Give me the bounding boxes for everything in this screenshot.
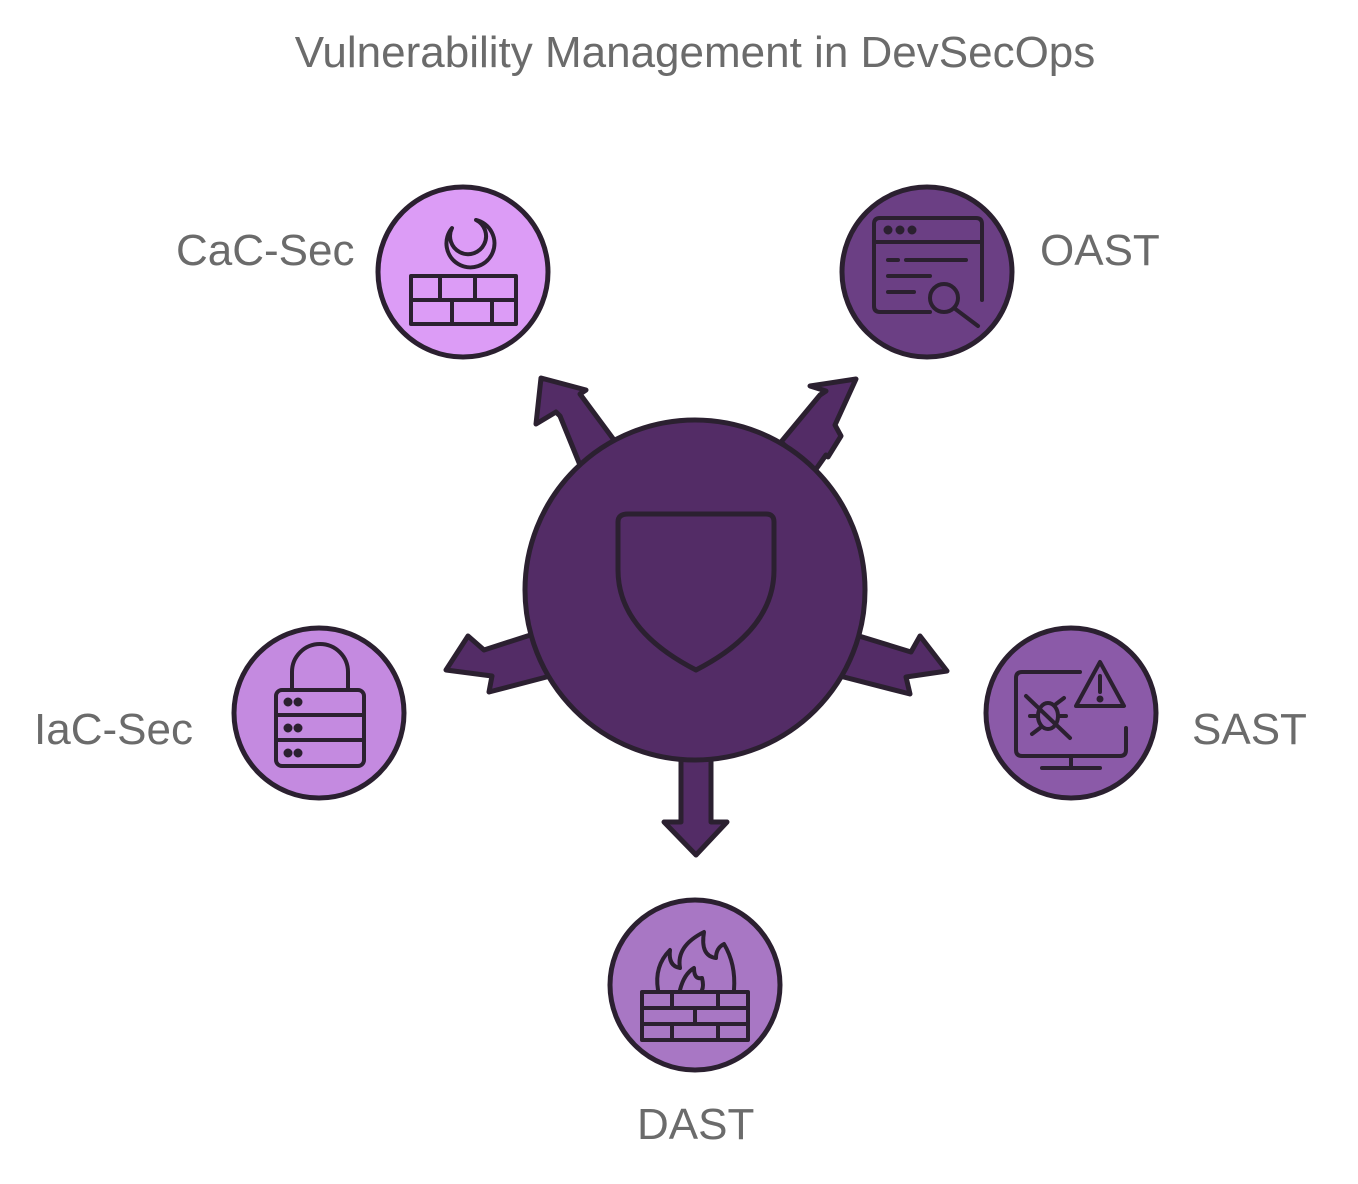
node-iac-sec — [231, 625, 407, 801]
label-dast: DAST — [637, 1100, 755, 1149]
shield-icon — [615, 511, 777, 673]
node-circle-oast — [839, 184, 1015, 360]
label-oast: OAST — [1040, 226, 1160, 275]
arrows — [443, 375, 950, 858]
arrow-to-oast — [778, 376, 859, 475]
firewall-moon-icon — [409, 218, 518, 326]
arrow-to-sast — [829, 629, 950, 697]
label-cac-sec: CaC-Sec — [176, 226, 355, 275]
center-circle — [522, 417, 868, 763]
node-cac-sec — [375, 184, 551, 360]
node-oast — [839, 184, 1015, 360]
browser-search-icon — [872, 216, 984, 328]
firewall-flame-icon — [640, 930, 750, 1042]
node-circle-sast — [983, 625, 1159, 801]
node-circle-cac-sec — [375, 184, 551, 360]
diagram-title: Vulnerability Management in DevSecOps — [294, 28, 1096, 77]
node-sast — [983, 625, 1159, 801]
label-sast: SAST — [1192, 705, 1307, 754]
arrow-to-cac-sec — [533, 375, 620, 473]
center-node — [522, 417, 868, 763]
node-circle-dast — [607, 897, 783, 1073]
node-dast — [607, 897, 783, 1073]
monitor-bug-warning-icon — [1014, 660, 1128, 770]
label-iac-sec: IaC-Sec — [34, 705, 193, 754]
server-lock-icon — [274, 642, 366, 768]
